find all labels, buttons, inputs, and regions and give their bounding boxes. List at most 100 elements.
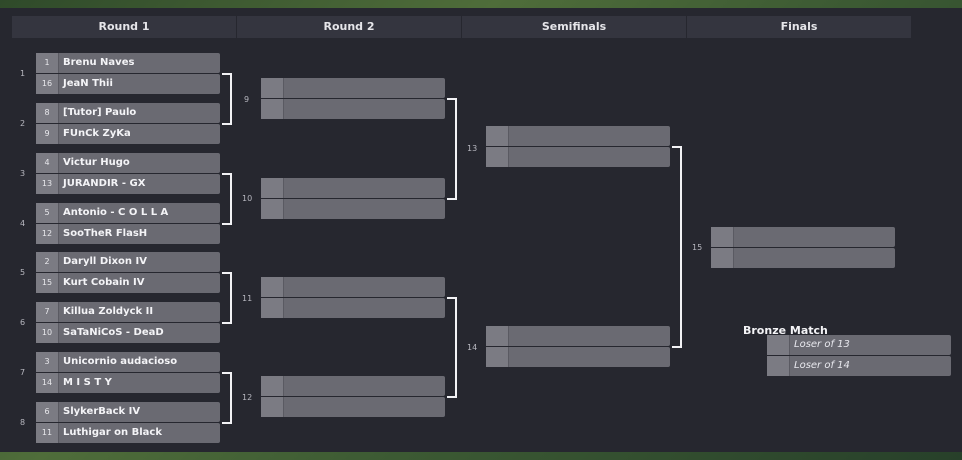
seed-number: 9 [36, 124, 59, 144]
player-slot[interactable]: Loser of 13 [767, 335, 951, 355]
player-name: Daryll Dixon IV [63, 256, 147, 267]
player-name: JeaN Thii [63, 78, 113, 89]
match-2[interactable]: 8 [Tutor] Paulo 9 FUnCk ZyKa [36, 103, 220, 144]
bracket-connector [447, 396, 457, 398]
player-slot[interactable] [486, 147, 670, 167]
match-15[interactable] [711, 227, 895, 268]
player-slot[interactable]: 1 Brenu Naves [36, 53, 220, 73]
player-slot[interactable] [261, 397, 445, 417]
player-slot[interactable] [261, 99, 445, 119]
bracket-connector [230, 372, 232, 424]
round-header-semifinals: Semifinals [462, 16, 686, 38]
seed-number: 15 [36, 273, 59, 293]
match-number: 13 [467, 144, 478, 153]
player-slot[interactable]: 8 [Tutor] Paulo [36, 103, 220, 123]
seed-number: 16 [36, 74, 59, 94]
player-name: Loser of 13 [794, 339, 850, 350]
seed-number [767, 356, 790, 376]
seed-number: 8 [36, 103, 59, 123]
bronze-match-title: Bronze Match [743, 324, 828, 337]
match-12[interactable] [261, 376, 445, 417]
match-number: 4 [20, 219, 26, 228]
seed-number: 10 [36, 323, 59, 343]
player-slot[interactable]: 2 Daryll Dixon IV [36, 252, 220, 272]
seed-number [261, 298, 284, 318]
bracket-connector [672, 146, 682, 148]
bracket-connector [222, 272, 232, 274]
player-name: JURANDIR - GX [63, 178, 146, 189]
seed-number [261, 376, 284, 396]
match-9[interactable] [261, 78, 445, 119]
match-number: 7 [20, 368, 26, 377]
player-name: Brenu Naves [63, 57, 135, 68]
match-14[interactable] [486, 326, 670, 367]
match-number: 3 [20, 169, 26, 178]
round-header-round-2: Round 2 [237, 16, 461, 38]
match-10[interactable] [261, 178, 445, 219]
player-slot[interactable] [261, 277, 445, 297]
player-slot[interactable] [711, 227, 895, 247]
match-number: 14 [467, 343, 478, 352]
player-name: FUnCk ZyKa [63, 128, 131, 139]
player-slot[interactable] [261, 78, 445, 98]
player-name: Antonio - C O L L A [63, 207, 169, 218]
player-slot[interactable] [486, 126, 670, 146]
match-11[interactable] [261, 277, 445, 318]
bracket-connector [230, 73, 232, 125]
round-header-finals: Finals [687, 16, 911, 38]
seed-number: 12 [36, 224, 59, 244]
bracket-connector [222, 372, 232, 374]
match-1[interactable]: 1 Brenu Naves 16 JeaN Thii [36, 53, 220, 94]
bracket-connector [455, 98, 457, 200]
bracket-connector [680, 146, 682, 348]
seed-number [711, 227, 734, 247]
seed-number [261, 99, 284, 119]
player-slot[interactable] [711, 248, 895, 268]
seed-number: 6 [36, 402, 59, 422]
player-slot[interactable]: Loser of 14 [767, 356, 951, 376]
match-number: 8 [20, 418, 26, 427]
player-slot[interactable] [261, 298, 445, 318]
bracket-connector [222, 173, 232, 175]
match-number: 6 [20, 318, 26, 327]
bracket-connector [222, 123, 232, 125]
match-13[interactable] [486, 126, 670, 167]
player-name: [Tutor] Paulo [63, 107, 137, 118]
player-slot[interactable] [486, 347, 670, 367]
player-name: Killua Zoldyck II [63, 306, 154, 317]
player-slot[interactable] [261, 178, 445, 198]
player-slot[interactable]: 16 JeaN Thii [36, 74, 220, 94]
player-name: Victur Hugo [63, 157, 130, 168]
bracket-connector [222, 223, 232, 225]
seed-number [486, 126, 509, 146]
seed-number: 2 [36, 252, 59, 272]
seed-number: 1 [36, 53, 59, 73]
match-number: 15 [692, 243, 703, 252]
seed-number [486, 326, 509, 346]
player-slot[interactable] [261, 199, 445, 219]
player-slot[interactable] [486, 326, 670, 346]
seed-number: 14 [36, 373, 59, 393]
bronze-match[interactable]: Loser of 13 Loser of 14 [767, 335, 951, 376]
player-slot[interactable] [261, 376, 445, 396]
seed-number [767, 335, 790, 355]
player-slot[interactable]: 9 FUnCk ZyKa [36, 124, 220, 144]
